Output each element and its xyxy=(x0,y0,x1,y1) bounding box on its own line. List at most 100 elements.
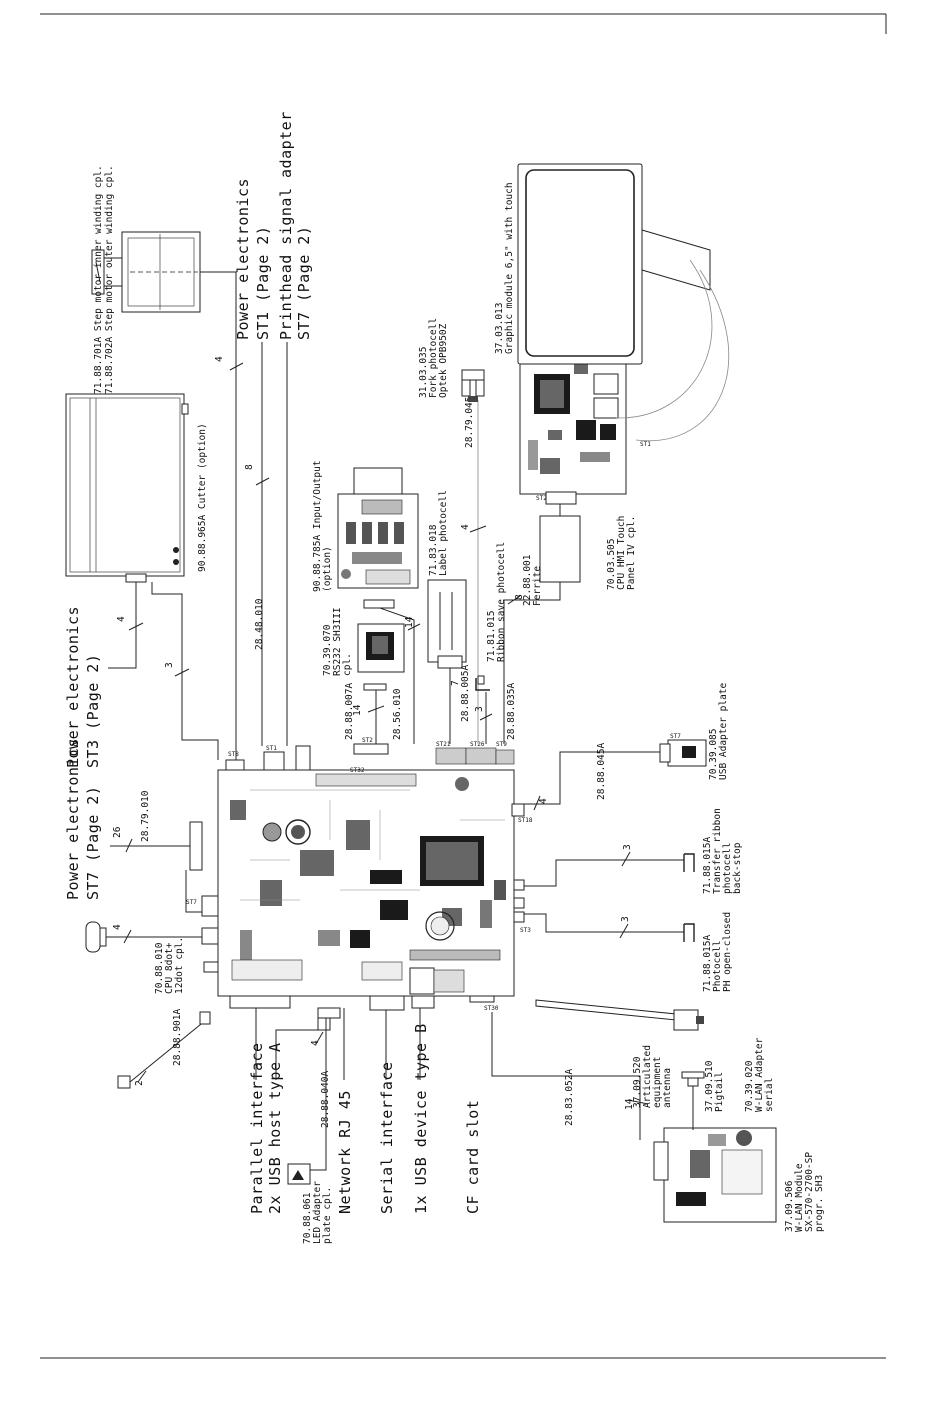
svg-text:RS232 SH3III: RS232 SH3III xyxy=(332,607,343,676)
svg-text:ST18: ST18 xyxy=(518,817,533,824)
label-photocell-label: 71.83.018 Label photocell xyxy=(428,490,449,576)
svg-text:4: 4 xyxy=(116,616,127,622)
svg-text:photocell: photocell xyxy=(722,843,733,894)
svg-text:progr. SH3: progr. SH3 xyxy=(814,1175,825,1232)
cable-28-88-045A: 28.88.045A xyxy=(596,743,607,800)
svg-text:28.88.007A: 28.88.007A xyxy=(344,683,355,740)
ribbon-count-2: 7 xyxy=(450,680,461,686)
svg-text:28.88.045A: 28.88.045A xyxy=(596,743,607,800)
svg-text:14: 14 xyxy=(352,704,363,716)
svg-text:SX-570-2700-SP: SX-570-2700-SP xyxy=(804,1152,815,1232)
svg-text:Pigtail: Pigtail xyxy=(714,1072,725,1112)
motor-label: 71.88.701A Step motor inner winding cpl.… xyxy=(93,165,115,394)
usb-device-label: 1x USB device type B xyxy=(412,1023,430,1214)
round-sensor-icon xyxy=(85,921,107,953)
cable-28-83-052A: 28.83.052A xyxy=(564,1069,575,1126)
svg-text:70.39.070: 70.39.070 xyxy=(322,624,333,676)
svg-text:Photocell: Photocell xyxy=(712,941,723,992)
svg-text:LED Adapter: LED Adapter xyxy=(312,1181,323,1244)
transfer-photocell-icon xyxy=(683,853,695,872)
usb-host-label: 2x USB host type A xyxy=(266,1042,284,1214)
ph-count: 3 xyxy=(620,916,631,922)
usb-adapter-label: 70.39.085 USB Adapter plate xyxy=(708,682,729,780)
svg-text:Ferrite: Ferrite xyxy=(532,566,543,606)
svg-text:7: 7 xyxy=(450,680,461,686)
svg-text:ST1 (Page 2): ST1 (Page 2) xyxy=(254,226,272,340)
transfer-photocell-label: 71.88.015A Transfer ribbon photocell bac… xyxy=(702,808,743,894)
svg-text:1x USB device type B: 1x USB device type B xyxy=(412,1023,430,1214)
svg-text:ST21: ST21 xyxy=(436,741,451,748)
svg-text:Graphic module 6,5" with touch: Graphic module 6,5" with touch xyxy=(504,182,515,354)
cutter-icon xyxy=(65,393,189,583)
svg-text:37.09.510: 37.09.510 xyxy=(704,1060,715,1112)
svg-text:PH open-closed: PH open-closed xyxy=(722,912,733,992)
svg-text:Printhead signal adapter: Printhead signal adapter xyxy=(277,111,295,340)
pigtail-label: 37.09.510 Pigtail xyxy=(704,1060,725,1112)
rs232-label: 70.39.070 RS232 SH3III cpl. xyxy=(322,607,353,676)
cable-28-88-901A: 28.88.901A xyxy=(172,1009,183,1066)
hmi-count: 8 xyxy=(514,594,525,600)
ferrite-icon xyxy=(539,515,581,583)
io-board xyxy=(337,467,419,589)
svg-text:Power electronics: Power electronics xyxy=(64,606,82,768)
svg-text:12dot cpl.: 12dot cpl. xyxy=(174,937,185,994)
fork-photocell-label: 31.03.035 Fork photocell Optek OPB950Z xyxy=(418,318,449,398)
ph-photocell-icon xyxy=(683,923,695,942)
io-board-label: 90.88.785A Input/Output (option) xyxy=(312,460,333,592)
io-plug xyxy=(363,599,395,609)
svg-text:4: 4 xyxy=(214,356,225,362)
svg-text:ST26: ST26 xyxy=(470,741,485,748)
led-adapter-icon xyxy=(287,1163,311,1185)
usb-adapter-plate xyxy=(659,739,707,767)
svg-text:4: 4 xyxy=(112,924,123,930)
led-count: 2 xyxy=(134,1080,145,1086)
antenna-icon xyxy=(535,999,704,1031)
svg-text:Network RJ 45: Network RJ 45 xyxy=(336,1090,354,1214)
svg-text:8: 8 xyxy=(514,594,525,600)
interface-labels: Parallel interface 2x USB host type A Ne… xyxy=(248,1023,482,1214)
svg-text:W-LAN Adapter: W-LAN Adapter xyxy=(754,1037,765,1112)
rs232-board xyxy=(357,623,405,691)
svg-text:28.88.901A: 28.88.901A xyxy=(172,1009,183,1066)
cpu-connector-labels: ST8 ST1 ST21 ST26 ST9 ST18 ST30 ST7 ST3 … xyxy=(186,741,533,1012)
pe-st7-plug xyxy=(189,821,203,871)
svg-text:28.83.052A: 28.83.052A xyxy=(564,1069,575,1126)
rs232-count: 14 xyxy=(352,704,363,716)
svg-text:Panel IV cpl.: Panel IV cpl. xyxy=(626,516,637,590)
small-plug-icon xyxy=(117,1011,211,1089)
usb-host-count: 4 xyxy=(310,1040,321,1046)
svg-text:8: 8 xyxy=(244,464,255,470)
svg-text:Power electronics: Power electronics xyxy=(234,178,252,340)
svg-text:71.88.701A Step motor inner wi: 71.88.701A Step motor inner winding cpl. xyxy=(93,165,104,394)
svg-text:Fork photocell: Fork photocell xyxy=(428,318,439,398)
step-motor-icon xyxy=(91,231,201,313)
network-label: Network RJ 45 xyxy=(336,1090,354,1214)
svg-text:37.03.013: 37.03.013 xyxy=(494,303,505,354)
parallel-interface-label: Parallel interface xyxy=(248,1042,266,1214)
transfer-count: 3 xyxy=(622,844,633,850)
svg-text:ST7: ST7 xyxy=(670,733,681,740)
svg-text:28.56.010: 28.56.010 xyxy=(392,688,403,740)
svg-text:4: 4 xyxy=(460,524,471,530)
svg-text:37.09.506: 37.09.506 xyxy=(784,1180,795,1232)
svg-text:ST7: ST7 xyxy=(186,899,197,906)
motor-label-1: 71.88.701A Step motor inner winding cpl. xyxy=(93,165,104,394)
svg-text:22.88.001: 22.88.001 xyxy=(522,554,533,606)
svg-text:3: 3 xyxy=(620,916,631,922)
svg-text:ST8: ST8 xyxy=(228,751,239,758)
svg-text:37.09.520: 37.09.520 xyxy=(632,1056,643,1108)
svg-text:4: 4 xyxy=(538,798,549,804)
cf-slot-label: CF card slot xyxy=(464,1100,482,1214)
svg-text:90.88.785A Input/Output: 90.88.785A Input/Output xyxy=(312,460,323,592)
svg-text:2: 2 xyxy=(134,1080,145,1086)
cable-28-79-045: 28.79.045 xyxy=(464,397,475,448)
svg-text:28.88.035A: 28.88.035A xyxy=(506,683,517,740)
svg-text:ST7 (Page 2): ST7 (Page 2) xyxy=(84,786,102,900)
svg-text:3: 3 xyxy=(622,844,633,850)
power-electronics-st7-label: Power electronics ST7 (Page 2) xyxy=(64,738,102,900)
svg-text:71.88.702A Step motor outer wi: 71.88.702A Step motor outer winding cpl. xyxy=(104,165,115,394)
ph-photocell-label: 71.88.015A Photocell PH open-closed xyxy=(702,912,733,992)
svg-text:Parallel interface: Parallel interface xyxy=(248,1042,266,1214)
svg-text:70.39.085: 70.39.085 xyxy=(708,729,719,780)
svg-text:71.81.015: 71.81.015 xyxy=(486,611,497,662)
